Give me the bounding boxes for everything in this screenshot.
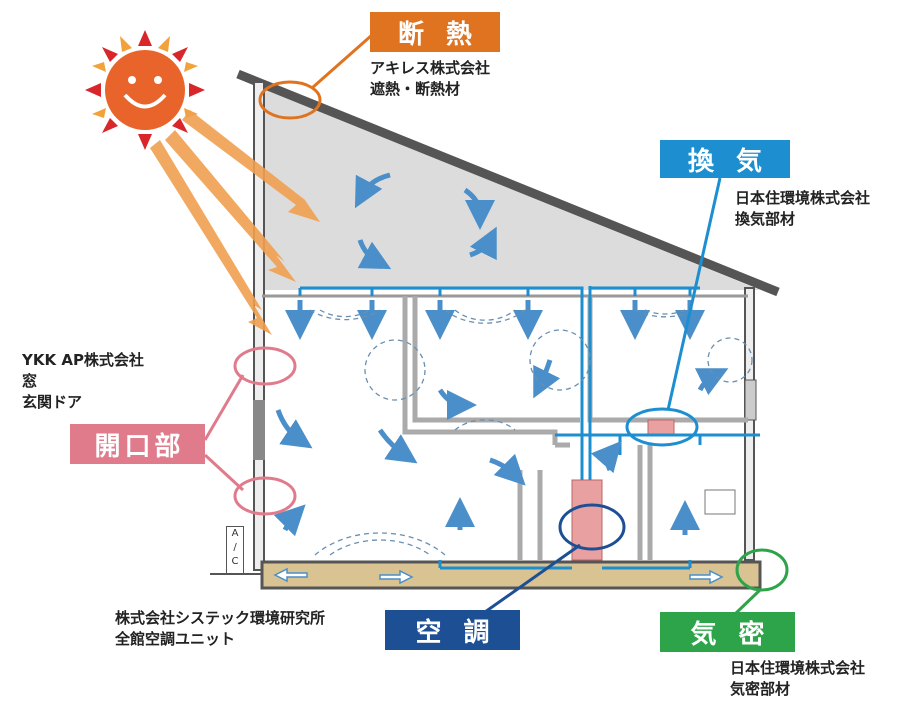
insulation-tag: 断熱 — [370, 12, 500, 52]
roof — [236, 69, 780, 297]
aircon-marker — [558, 503, 626, 551]
aircon-product: 全館空調ユニット — [115, 630, 236, 648]
airtight-company: 日本住環境株式会社 — [730, 659, 866, 677]
airflow-swirls — [309, 309, 753, 556]
floor-crawlspace — [260, 560, 762, 590]
outdoor-unit: A/C — [226, 526, 244, 574]
insulation-marker — [258, 80, 322, 120]
airtight-product: 気密部材 — [730, 680, 791, 698]
airtight-desc: 日本住環境株式会社 気密部材 — [730, 658, 865, 700]
sunlight-arrows — [150, 110, 320, 335]
ducts — [298, 286, 760, 570]
ventilation-company: 日本住環境株式会社 — [735, 189, 871, 207]
opening-company: YKK AP株式会社 — [22, 351, 144, 369]
right-wall — [744, 287, 755, 561]
opening-marker-window — [233, 346, 297, 386]
opening-desc: YKK AP株式会社 窓 玄関ドア — [22, 350, 144, 413]
aircon-tag: 空調 — [385, 610, 520, 650]
opening-product-window: 窓 — [22, 372, 38, 390]
ventilation-unit — [647, 419, 675, 435]
airtight-tag: 気密 — [660, 612, 795, 652]
insulation-desc: アキレス株式会社 遮熱・断熱材 — [370, 58, 490, 100]
insulation-company: アキレス株式会社 — [370, 59, 491, 77]
opening-marker-door — [233, 476, 297, 516]
floor-air-arrows — [273, 567, 724, 585]
outdoor-unit-label-c: C — [231, 556, 239, 567]
opening-product-door: 玄関ドア — [22, 393, 83, 411]
opening-tag: 開口部 — [70, 424, 205, 464]
insulation-product: 遮熱・断熱材 — [370, 80, 461, 98]
airflow-arrows — [273, 172, 729, 537]
aircon-desc: 株式会社システック環境研究所 全館空調ユニット — [115, 608, 325, 650]
sun-icon — [85, 30, 205, 150]
outdoor-unit-label-a: A — [231, 528, 239, 539]
ventilation-marker — [625, 407, 699, 447]
airtight-marker — [735, 548, 789, 592]
ventilation-tag: 換気 — [660, 140, 790, 178]
ventilation-desc: 日本住環境株式会社 換気部材 — [735, 188, 870, 230]
ventilation-product: 換気部材 — [735, 210, 796, 228]
aircon-company: 株式会社システック環境研究所 — [115, 609, 326, 627]
